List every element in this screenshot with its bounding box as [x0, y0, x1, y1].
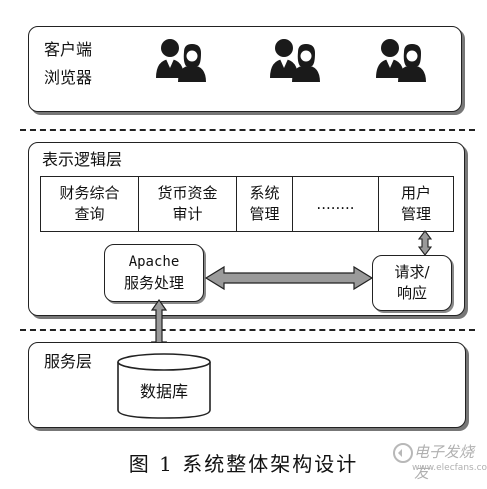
apache-service-label: 服务处理	[123, 274, 184, 292]
presentation-layer-title: 表示逻辑层	[42, 150, 123, 169]
request-response-box: 请求/ 响应	[372, 255, 452, 311]
request-label: 请求/	[394, 263, 430, 281]
figure-caption: 图 1 系统整体架构设计	[128, 452, 359, 476]
watermark-text: 电子发烧友	[414, 443, 475, 482]
apache-service-box: Apache 服务处理	[104, 244, 204, 302]
watermark-url: www.elecfans.com	[412, 463, 487, 473]
layer-divider-bottom	[20, 329, 475, 331]
double-arrow-vertical-small	[417, 230, 433, 256]
module-label: 用户 管理	[400, 184, 431, 223]
module-label: 货币资金 审计	[157, 184, 218, 223]
module-user-management: 用户 管理	[379, 177, 453, 231]
module-finance-query: 财务综合 查询	[41, 177, 139, 231]
module-row: 财务综合 查询 货币资金 审计 系统 管理 ........ 用户 管理	[40, 176, 454, 232]
module-ellipsis: ........	[293, 177, 379, 231]
watermark-logo-icon	[393, 443, 413, 463]
response-label: 响应	[396, 284, 427, 302]
double-arrow-horizontal	[204, 265, 374, 291]
client-label-line1: 客户端	[44, 40, 93, 59]
database-label: 数据库	[140, 382, 189, 401]
service-layer-title: 服务层	[44, 352, 93, 371]
apache-label: Apache	[128, 254, 180, 270]
module-label: 财务综合 查询	[59, 184, 120, 223]
database-icon	[117, 353, 211, 419]
module-fund-audit: 货币资金 审计	[139, 177, 237, 231]
service-layer-box	[28, 342, 466, 428]
module-label: 系统 管理	[249, 184, 280, 223]
module-label: ........	[316, 194, 355, 213]
module-system-management: 系统 管理	[237, 177, 293, 231]
layer-divider-top	[20, 129, 475, 131]
watermark: 电子发烧友 www.elecfans.com	[392, 436, 487, 482]
client-label-line2: 浏览器	[44, 68, 93, 87]
